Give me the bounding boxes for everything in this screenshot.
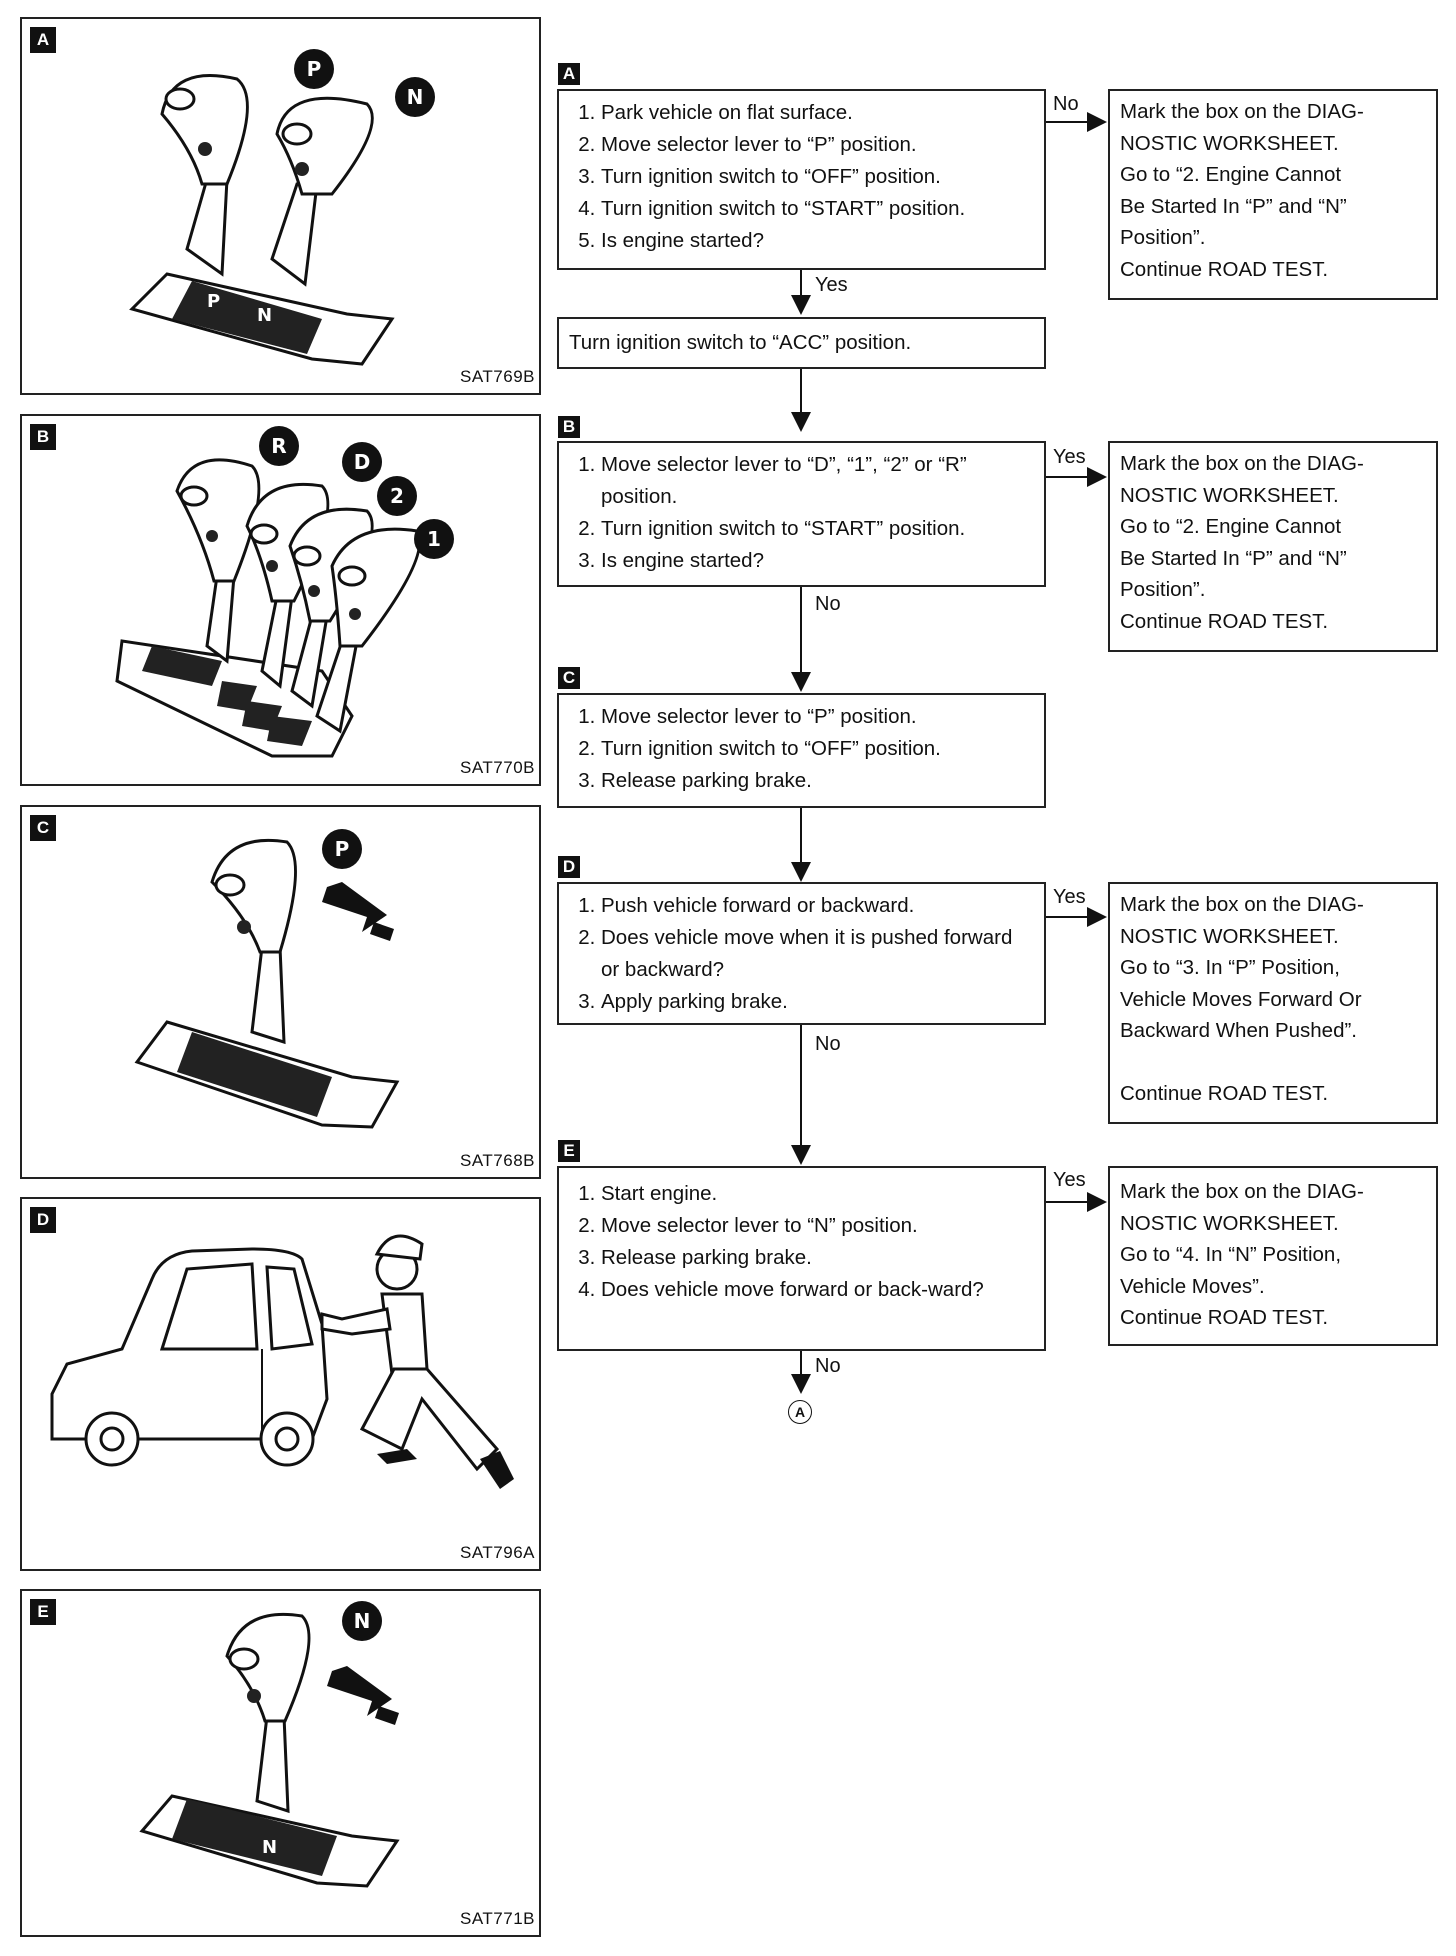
- step-a-item: Park vehicle on flat surface.: [601, 97, 1034, 129]
- result-line: Backward When Pushed”.: [1120, 1019, 1358, 1042]
- branch-label-no: No: [815, 1355, 841, 1377]
- illustration-panel-b: R D 2 1 B SAT770B: [20, 414, 541, 786]
- step-c-box: Move selector lever to “P” position. Tur…: [557, 693, 1046, 808]
- step-a-item: Turn ignition switch to “START” position…: [601, 193, 1034, 225]
- result-line: Mark the box on the DIAG-: [1120, 100, 1364, 123]
- shift-lever-r-d-2-1-illustration: R D 2 1: [115, 426, 454, 758]
- result-line: Go to “4. In “N” Position,: [1120, 1243, 1342, 1266]
- shift-lever-p-push-illustration: P: [134, 829, 400, 1129]
- result-line: Mark the box on the DIAG-: [1120, 1180, 1364, 1203]
- result-line: NOSTIC WORKSHEET.: [1120, 924, 1339, 948]
- result-line: NOSTIC WORKSHEET.: [1120, 1211, 1339, 1235]
- panel-tag: D: [30, 1207, 56, 1233]
- illustration-panel-e: N N E SAT771B: [20, 1589, 541, 1937]
- figure-code: SAT768B: [459, 1151, 535, 1170]
- result-line: Continue ROAD TEST.: [1120, 1306, 1329, 1329]
- step-d-item: Apply parking brake.: [601, 986, 1034, 1018]
- shift-lever-p-n-illustration: P N P N: [129, 49, 435, 366]
- step-d-item: Does vehicle move when it is pushed forw…: [601, 922, 1034, 986]
- step-e-item: Does vehicle move forward or back-ward?: [601, 1274, 1034, 1306]
- step-b-item: Turn ignition switch to “START” position…: [601, 513, 1034, 545]
- step-tag-c: C: [558, 667, 580, 689]
- step-b-result-box: Mark the box on the DIAG- NOSTIC WORKSHE…: [1108, 441, 1438, 652]
- branch-label-yes: Yes: [1053, 446, 1086, 468]
- illustration-panel-d: D SAT796A: [20, 1197, 541, 1571]
- step-d-item: Push vehicle forward or backward.: [601, 890, 1034, 922]
- branch-label-no: No: [815, 593, 841, 615]
- continuation-connector: A: [788, 1400, 812, 1424]
- result-line: Vehicle Moves Forward Or: [1120, 987, 1362, 1011]
- step-tag-d: D: [558, 856, 580, 878]
- result-line: Continue ROAD TEST.: [1120, 257, 1329, 281]
- result-line: NOSTIC WORKSHEET.: [1120, 131, 1339, 155]
- result-line: Continue ROAD TEST.: [1120, 1081, 1329, 1105]
- step-e-item: Start engine.: [601, 1178, 1034, 1210]
- person-pushing-car-illustration: [50, 1234, 514, 1489]
- step-tag-a: A: [558, 63, 580, 85]
- step-e-result-box: Mark the box on the DIAG- NOSTIC WORKSHE…: [1108, 1166, 1438, 1346]
- branch-label-yes: Yes: [1053, 1169, 1086, 1191]
- branch-label-yes: Yes: [815, 274, 848, 296]
- figure-code: SAT770B: [459, 758, 535, 777]
- svg-text:P: P: [207, 291, 220, 312]
- result-line: [1120, 1047, 1426, 1078]
- position-label: 1: [427, 527, 441, 551]
- step-b-item: Is engine started?: [601, 545, 1034, 577]
- figure-code: SAT771B: [459, 1909, 535, 1928]
- step-a-result-box: Mark the box on the DIAG- NOSTIC WORKSHE…: [1108, 89, 1438, 300]
- step-e-item: Release parking brake.: [601, 1242, 1034, 1274]
- position-label: P: [307, 57, 322, 81]
- step-a-box: Park vehicle on flat surface. Move selec…: [557, 89, 1046, 270]
- step-a-item: Move selector lever to “P” position.: [601, 129, 1034, 161]
- panel-tag: C: [30, 815, 56, 841]
- position-label: D: [354, 450, 371, 474]
- panel-tag: B: [30, 424, 56, 450]
- step-c-item: Release parking brake.: [601, 765, 1034, 797]
- step-c-item: Turn ignition switch to “OFF” position.: [601, 733, 1034, 765]
- step-a-item: Turn ignition switch to “OFF” position.: [601, 161, 1034, 193]
- acc-step-text: Turn ignition switch to “ACC” position.: [569, 331, 912, 354]
- step-c-item: Move selector lever to “P” position.: [601, 701, 1034, 733]
- shift-lever-n-push-illustration: N N: [139, 1601, 400, 1888]
- svg-text:N: N: [262, 1837, 277, 1858]
- position-label: 2: [390, 484, 404, 508]
- result-line: Vehicle Moves”.: [1120, 1274, 1265, 1298]
- step-d-result-box: Mark the box on the DIAG- NOSTIC WORKSHE…: [1108, 882, 1438, 1124]
- illustration-panel-a: P N P N A SAT769B: [20, 17, 541, 395]
- result-line: Go to “2. Engine Cannot: [1120, 163, 1342, 186]
- result-line: Mark the box on the DIAG-: [1120, 452, 1364, 475]
- branch-label-no: No: [1053, 93, 1079, 115]
- panel-tag: E: [30, 1599, 56, 1625]
- result-line: Be Started In “P” and “N”: [1120, 546, 1347, 570]
- result-line: Continue ROAD TEST.: [1120, 609, 1329, 633]
- position-label: R: [271, 434, 286, 458]
- step-d-box: Push vehicle forward or backward. Does v…: [557, 882, 1046, 1025]
- step-e-item: Move selector lever to “N” position.: [601, 1210, 1034, 1242]
- step-a-item: Is engine started?: [601, 225, 1034, 257]
- figure-code: SAT769B: [459, 367, 535, 386]
- figure-code: SAT796A: [459, 1543, 535, 1562]
- branch-label-yes: Yes: [1053, 886, 1086, 908]
- step-b-box: Move selector lever to “D”, “1”, “2” or …: [557, 441, 1046, 587]
- result-line: Mark the box on the DIAG-: [1120, 893, 1364, 916]
- result-line: Go to “3. In “P” Position,: [1120, 956, 1340, 979]
- branch-label-no: No: [815, 1033, 841, 1055]
- panel-tag: A: [30, 27, 56, 53]
- result-line: Go to “2. Engine Cannot: [1120, 515, 1342, 538]
- step-b-item: Move selector lever to “D”, “1”, “2” or …: [601, 449, 1034, 513]
- acc-step-box: Turn ignition switch to “ACC” position.: [557, 317, 1046, 369]
- result-line: Be Started In “P” and “N”: [1120, 194, 1347, 218]
- illustration-panel-c: P C SAT768B: [20, 805, 541, 1179]
- position-label: N: [354, 1609, 371, 1633]
- svg-text:N: N: [257, 305, 272, 326]
- result-line: Position”.: [1120, 226, 1206, 249]
- position-label: P: [335, 837, 350, 861]
- step-e-box: Start engine. Move selector lever to “N”…: [557, 1166, 1046, 1351]
- step-tag-e: E: [558, 1140, 580, 1162]
- result-line: Position”.: [1120, 578, 1206, 601]
- position-label: N: [407, 85, 424, 109]
- result-line: NOSTIC WORKSHEET.: [1120, 483, 1339, 507]
- step-tag-b: B: [558, 416, 580, 438]
